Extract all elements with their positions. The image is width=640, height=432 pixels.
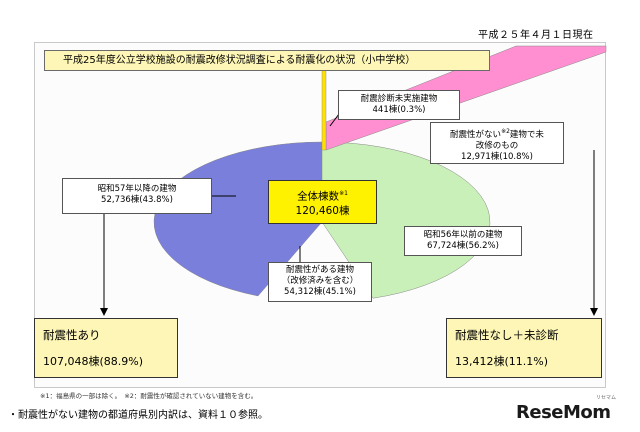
- callout-post57-label: 昭和57年以降の建物: [97, 184, 177, 194]
- right-total-label: 耐震性なし＋未診断: [455, 328, 559, 342]
- callout-post57-value: 52,736棟(43.8%): [101, 195, 173, 205]
- callout-not-ok-sup: ※2: [501, 128, 510, 135]
- callout-not-ok-label-2: 改修のもの: [475, 140, 519, 151]
- callout-seismic-ok-label-2: （改修済みを含む）: [281, 276, 359, 286]
- callout-no-diag: 耐震診断未実施建物 441棟(0.3%): [338, 90, 460, 120]
- chart-title: 平成25年度公立学校施設の耐震改修状況調査による耐震化の状況（小中学校）: [44, 50, 490, 71]
- total-count-box: 全体棟数※1 120,460棟: [268, 180, 377, 224]
- reference-note: ・耐震性がない建物の都道府県別内訳は、資料１０参照。: [8, 410, 268, 421]
- slice-no-diag: [321, 59, 327, 151]
- callout-not-ok: 耐震性がない※2建物で未 改修のもの 12,971棟(10.8%): [430, 122, 564, 164]
- logo-subtext: リセマム: [596, 395, 617, 401]
- right-total-value: 13,412棟(11.1%): [455, 355, 549, 368]
- total-value: 120,460棟: [295, 204, 350, 217]
- callout-not-ok-value: 12,971棟(10.8%): [461, 151, 533, 162]
- date-note: 平成２５年４月１日現在: [478, 30, 594, 41]
- callout-seismic-ok-value: 54,312棟(45.1%): [284, 287, 356, 297]
- left-total-value: 107,048棟(88.9%): [43, 355, 144, 368]
- callout-seismic-ok-label: 耐震性がある建物: [285, 265, 354, 275]
- callout-not-ok-label-b: 建物で未: [509, 129, 544, 140]
- callout-seismic-ok: 耐震性がある建物 （改修済みを含む） 54,312棟(45.1%): [268, 262, 372, 302]
- resemom-logo: ReseMom: [516, 402, 611, 423]
- total-label: 全体棟数: [297, 190, 340, 203]
- callout-no-diag-label: 耐震診断未実施建物: [360, 94, 438, 104]
- left-total-label: 耐震性あり: [43, 328, 101, 342]
- total-sup: ※1: [339, 190, 348, 197]
- right-total-box: 耐震性なし＋未診断 13,412棟(11.1%): [446, 318, 602, 378]
- callout-post57: 昭和57年以降の建物 52,736棟(43.8%): [62, 178, 212, 214]
- callout-not-ok-label: 耐震性がない: [450, 129, 502, 140]
- callout-pre56-label: 昭和56年以前の建物: [423, 230, 503, 240]
- left-total-box: 耐震性あり 107,048棟(88.9%): [34, 318, 178, 378]
- callout-pre56: 昭和56年以前の建物 67,724棟(56.2%): [404, 226, 522, 256]
- callout-pre56-value: 67,724棟(56.2%): [427, 241, 499, 251]
- footnote: ※1：福島県の一部は除く。 ※2：耐震性が確認されていない建物を含む。: [40, 392, 258, 400]
- callout-no-diag-value: 441棟(0.3%): [372, 105, 426, 115]
